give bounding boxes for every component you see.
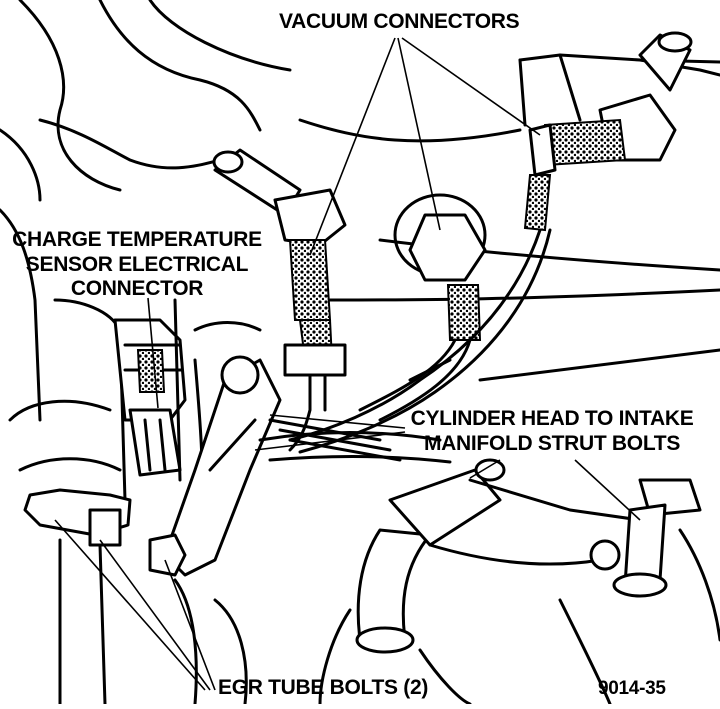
cylinder-head-label-line2: MANIFOLD STRUT BOLTS — [423, 432, 681, 455]
egr-tube-bolts-label: EGR TUBE BOLTS (2) — [218, 676, 429, 699]
charge-temp-label-line2: SENSOR ELECTRICAL — [25, 253, 249, 276]
leader-lines — [54, 37, 641, 691]
engine-background-contours — [0, 0, 720, 382]
charge-temp-label-line1: CHARGE TEMPERATURE — [12, 228, 262, 251]
egr-tube — [148, 355, 282, 706]
figure-number: 9014-35 — [598, 678, 666, 699]
vacuum-connectors-label: VACUUM CONNECTORS — [279, 10, 520, 33]
vacuum-connector-left — [212, 148, 347, 452]
lower-hoses — [318, 458, 720, 706]
vacuum-connector-right — [358, 193, 487, 422]
vacuum-hose-right — [288, 31, 693, 454]
charge-temp-label-line3: CONNECTOR — [70, 277, 204, 300]
cylinder-head-label-line1: CYLINDER HEAD TO INTAKE — [410, 407, 694, 430]
charge-temperature-sensor-connector — [113, 298, 262, 482]
throttle-body-housing — [0, 208, 132, 706]
